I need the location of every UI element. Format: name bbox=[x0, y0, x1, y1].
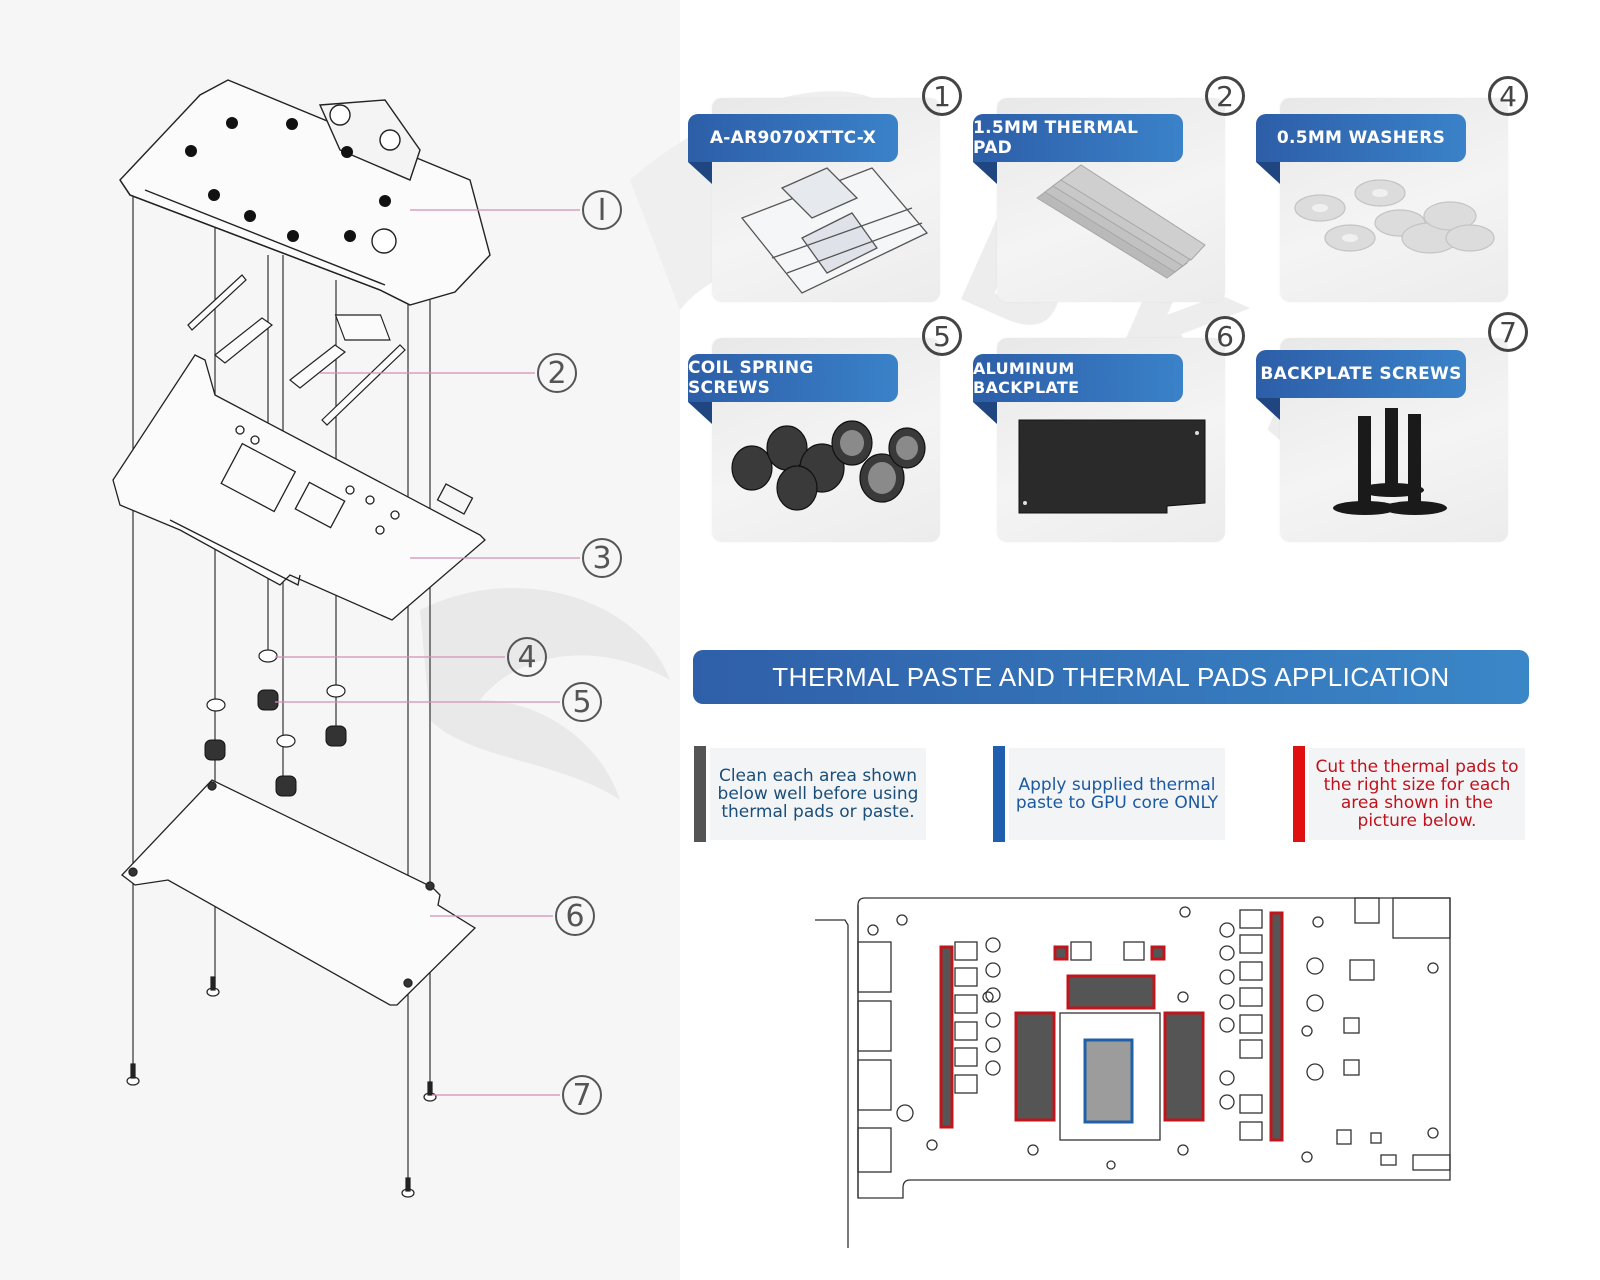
part-card-7: BACKPLATE SCREWS bbox=[1256, 338, 1508, 542]
callout-5: 5 bbox=[562, 682, 602, 722]
instruction-1-bar bbox=[694, 746, 706, 842]
part-card-4: 0.5MM WASHERS bbox=[1256, 98, 1508, 302]
callout-1: Ⅰ bbox=[582, 190, 622, 230]
part-6-number: 6 bbox=[1205, 316, 1245, 356]
water-block-icon bbox=[740, 167, 929, 294]
part-7-label: BACKPLATE SCREWS bbox=[1256, 350, 1466, 398]
badge-fold bbox=[688, 162, 712, 184]
spring-screws-drawing bbox=[204, 689, 347, 797]
exploded-view-panel: Ⅰ 2 3 4 5 6 7 bbox=[0, 0, 680, 1280]
callout-2-label: 2 bbox=[547, 355, 567, 391]
instruction-cut: Cut the thermal pads to the right size f… bbox=[1309, 748, 1525, 840]
instruction-clean: Clean each area shown below well before … bbox=[710, 748, 926, 840]
badge-fold bbox=[688, 402, 712, 424]
part-card-2: 1.5MM THERMAL PAD bbox=[973, 98, 1225, 302]
thermal-pads-drawing bbox=[187, 274, 406, 426]
backplate-screws-drawing bbox=[126, 976, 437, 1198]
instruction-paste: Apply supplied thermal paste to GPU core… bbox=[1009, 748, 1225, 840]
instruction-3-bar bbox=[1293, 746, 1305, 842]
part-card-6: ALUMINUM BACKPLATE bbox=[973, 338, 1225, 542]
part-7-number: 7 bbox=[1488, 312, 1528, 352]
washers-drawing bbox=[206, 649, 346, 748]
exploded-diagram bbox=[112, 79, 670, 1198]
water-block-drawing bbox=[119, 79, 491, 306]
part-2-label: 1.5MM THERMAL PAD bbox=[973, 114, 1183, 162]
callout-6: 6 bbox=[555, 896, 595, 936]
callout-1-label: Ⅰ bbox=[597, 192, 607, 228]
callout-7: 7 bbox=[562, 1075, 602, 1115]
part-5-number: 5 bbox=[922, 316, 962, 356]
washers-icon bbox=[1294, 179, 1495, 254]
part-card-5: COIL SPRING SCREWS bbox=[688, 338, 940, 542]
badge-fold bbox=[1256, 162, 1280, 184]
part-1-label: A-AR9070XTTC-X bbox=[688, 114, 898, 162]
part-4-label: 0.5MM WASHERS bbox=[1256, 114, 1466, 162]
callout-lines bbox=[275, 209, 580, 1096]
part-4-number: 4 bbox=[1488, 76, 1528, 116]
callout-5-label: 5 bbox=[572, 684, 592, 720]
backplate-icon bbox=[1018, 419, 1206, 514]
badge-fold bbox=[973, 402, 997, 424]
callout-4-label: 4 bbox=[517, 639, 537, 675]
part-5-label: COIL SPRING SCREWS bbox=[688, 354, 898, 402]
callout-4: 4 bbox=[507, 637, 547, 677]
part-2-number: 2 bbox=[1205, 76, 1245, 116]
pcb-drawing bbox=[112, 354, 486, 621]
badge-fold bbox=[973, 162, 997, 184]
part-1-number: ①1 bbox=[922, 76, 962, 116]
part-6-label: ALUMINUM BACKPLATE bbox=[973, 354, 1183, 402]
watermark-shape bbox=[420, 587, 670, 800]
thermal-pad-icon bbox=[1036, 164, 1206, 279]
callout-3: 3 bbox=[582, 538, 622, 578]
application-banner: THERMAL PASTE AND THERMAL PADS APPLICATI… bbox=[693, 650, 1529, 704]
callout-7-label: 7 bbox=[572, 1077, 592, 1113]
callout-3-label: 3 bbox=[592, 540, 612, 576]
backplate-screws-icon bbox=[1333, 408, 1447, 515]
callout-6-label: 6 bbox=[565, 898, 585, 934]
backplate-drawing bbox=[121, 779, 477, 1006]
part-card-1: A-AR9070XTTC-X bbox=[688, 98, 940, 302]
badge-fold bbox=[1256, 398, 1280, 420]
callout-2: 2 bbox=[537, 353, 577, 393]
spring-screws-icon bbox=[731, 420, 926, 511]
instruction-2-bar bbox=[993, 746, 1005, 842]
